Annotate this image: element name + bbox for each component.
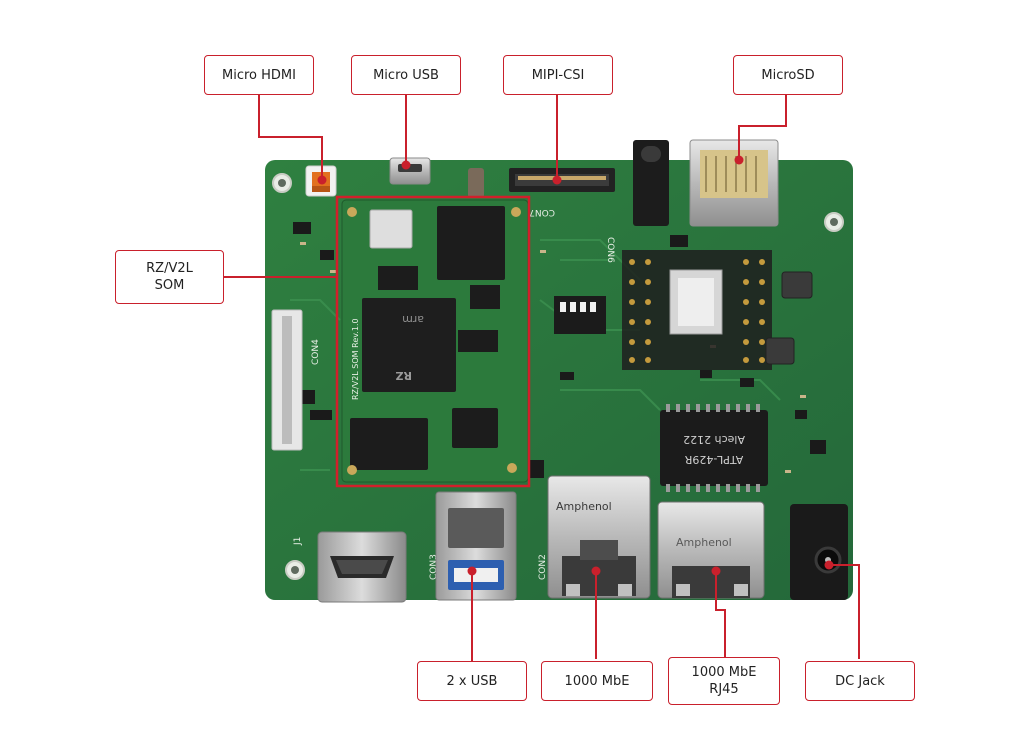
callout-mipi-csi: MIPI-CSI	[503, 55, 613, 95]
callout-1000mbe: 1000 MbE	[541, 661, 653, 701]
micro-usb-connector	[389, 157, 484, 198]
fpc-connector	[271, 309, 303, 451]
callout-1000mbe-rj45: 1000 MbE RJ45	[668, 657, 780, 705]
silk-j1: J1	[293, 537, 303, 546]
usb-stack	[435, 491, 517, 601]
chip-arm-text: arm	[402, 313, 424, 326]
leader-lines	[224, 95, 860, 663]
silk-con7: CON7	[529, 207, 555, 217]
rj45-port-1: Amphenol	[547, 475, 651, 599]
pin-header	[622, 250, 772, 370]
silk-con2: CON2	[538, 554, 548, 580]
callout-micro-hdmi: Micro HDMI	[204, 55, 314, 95]
mipi-csi-connector	[509, 168, 615, 192]
hdmi-connector	[317, 531, 407, 603]
dip-switch	[554, 296, 606, 334]
callout-dc-jack: DC Jack	[805, 661, 915, 701]
som-outline	[335, 195, 531, 488]
dc-jack	[790, 504, 848, 600]
callout-som: RZ/V2L SOM	[115, 250, 224, 304]
callout-micro-usb: Micro USB	[351, 55, 461, 95]
phy-brand-text: Alech 2122	[683, 433, 745, 446]
callout-microsd: MicroSD	[733, 55, 843, 95]
som-module: arm RZ RZ/V2L SOM Rev.1.0	[341, 199, 529, 483]
silk-con4: CON4	[311, 339, 321, 365]
rj45-1-brand: Amphenol	[556, 500, 612, 513]
audio-jack	[633, 140, 669, 226]
microsd-slot	[689, 139, 779, 227]
leader-dots	[317, 155, 834, 576]
silk-con6: CON6	[605, 237, 615, 263]
rj45-2-brand: Amphenol	[676, 536, 732, 549]
som-silk-label: RZ/V2L SOM Rev.1.0	[351, 318, 360, 400]
ethernet-transformer: Alech 2122 ATPL-429R	[660, 404, 768, 492]
rj45-port-2: Amphenol	[657, 501, 765, 599]
silk-con3: CON3	[429, 554, 439, 580]
callout-usb: 2 x USB	[417, 661, 527, 701]
chip-rz-text: RZ	[396, 369, 412, 382]
phy-part-text: ATPL-429R	[684, 453, 743, 466]
